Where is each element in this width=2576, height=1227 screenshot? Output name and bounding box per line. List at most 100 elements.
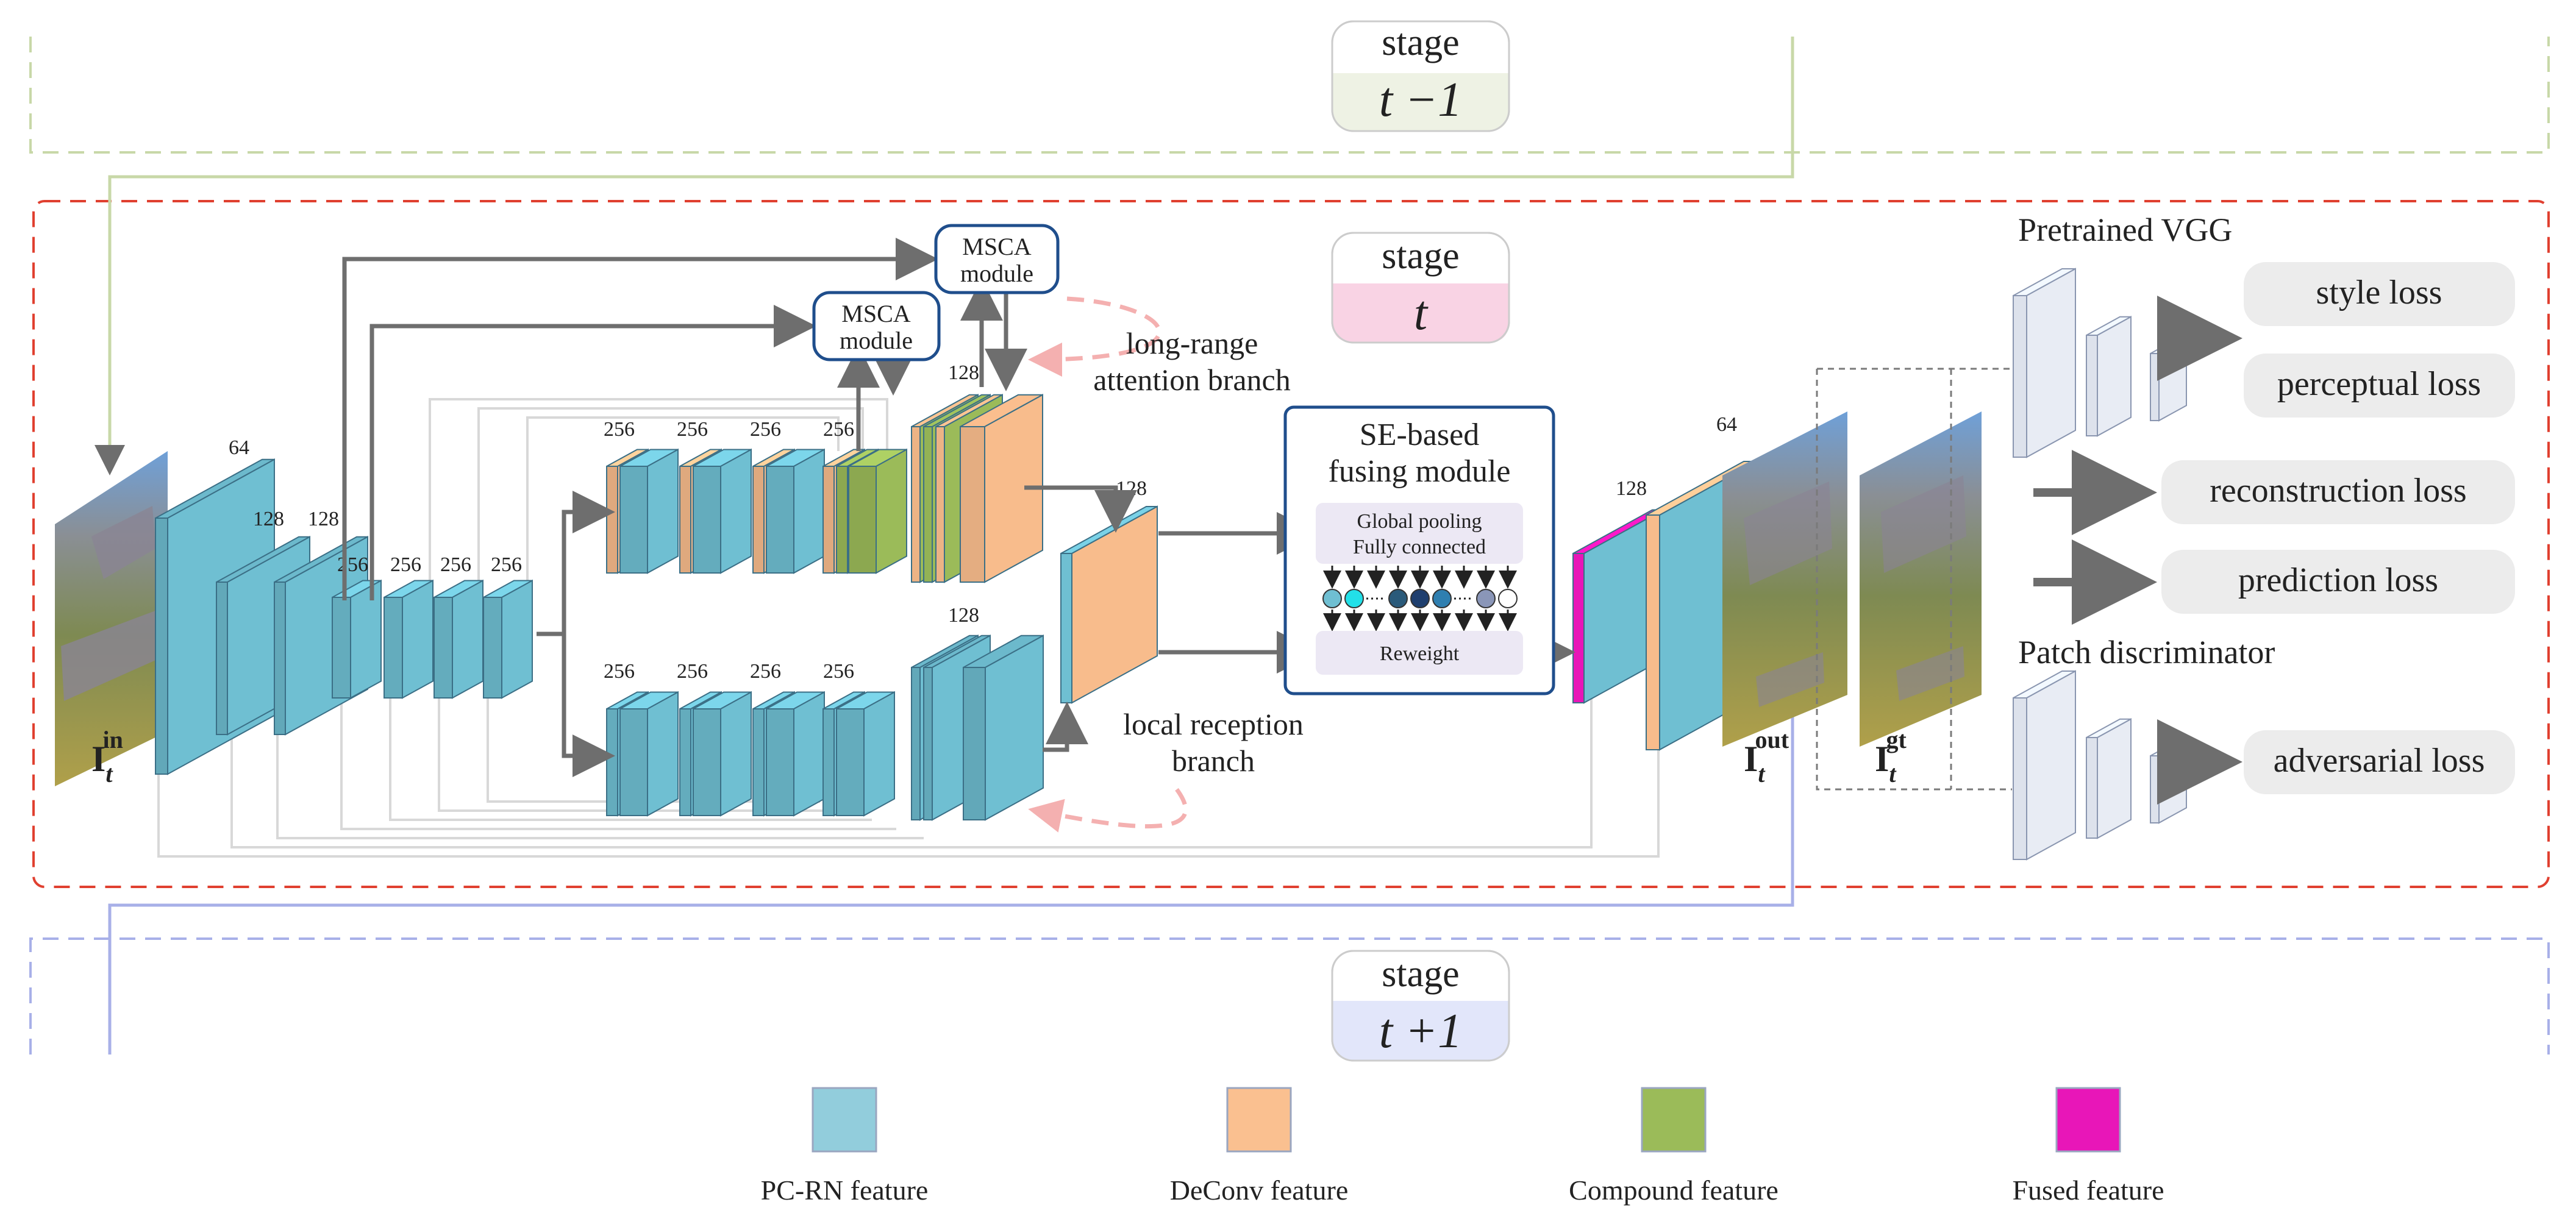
channel-dec-1: 64 (1716, 413, 1737, 436)
legend: PC-RN feature DeConv feature Compound feat… (761, 1087, 2164, 1206)
channel-enc-3: 256 (337, 553, 368, 576)
input-image (55, 451, 168, 786)
reconstruction-loss: reconstruction loss (2210, 472, 2466, 510)
channel-bot-big: 128 (948, 604, 979, 627)
se-global-pooling: Global pooling (1357, 510, 1482, 533)
output-image (1722, 411, 1847, 747)
flow-arrows (342, 238, 1575, 777)
legend-swatch (1226, 1087, 1292, 1153)
se-weight-circle (1322, 589, 1342, 608)
legend-swatch (1641, 1087, 1707, 1153)
se-weight-circle (1476, 589, 1496, 608)
merge-block (1060, 505, 1158, 704)
bot-block-2-b (766, 691, 825, 817)
se-weight-circle (1410, 589, 1430, 608)
channel-enc-5: 256 (440, 553, 471, 576)
vgg-layer-1 (2086, 316, 2132, 437)
perceptual-loss: perceptual loss (2277, 365, 2481, 403)
top-big-3 (960, 394, 1043, 583)
top-block-1-b (693, 448, 752, 574)
enc-block-4 (384, 579, 433, 699)
se-reweight: Reweight (1380, 642, 1460, 665)
stage-prev-box: stage t −1 (1331, 20, 1510, 132)
legend-swatch (2055, 1087, 2121, 1153)
channel-merge: 128 (1116, 477, 1147, 500)
channel-enc-2: 128 (308, 508, 339, 530)
stage-prev-value: t −1 (1379, 73, 1462, 127)
branch-loop-arrows (1028, 296, 1188, 833)
enc-block-5 (433, 579, 483, 699)
stage-next-box: stage t +1 (1331, 950, 1510, 1062)
loss-connectors (1816, 368, 2012, 791)
legend-label: Fused feature (2012, 1175, 2164, 1206)
legend-label: PC-RN feature (761, 1175, 929, 1206)
channel-bot-3: 256 (823, 660, 854, 683)
stage-next-frame (29, 937, 2550, 1055)
ground-truth-image (1860, 411, 1982, 747)
stage-curr-box: stage t (1331, 232, 1510, 344)
channel-bot-2: 256 (750, 660, 781, 683)
loss-arrows (2033, 296, 2242, 805)
se-fully-connected: Fully connected (1353, 536, 1486, 558)
legend-swatch (812, 1087, 877, 1153)
top-block-2-b (766, 448, 825, 574)
bot-big-2 (963, 635, 1044, 821)
vgg-layer-0 (2013, 268, 2076, 458)
se-weight-circle (1388, 589, 1408, 608)
prev-stage-connector (95, 37, 1794, 475)
legend-label: DeConv feature (1170, 1175, 1349, 1206)
prediction-loss: prediction loss (2238, 561, 2438, 599)
stage-curr-value: t (1414, 286, 1429, 340)
disc-layer-1 (2086, 718, 2132, 839)
disc-layer-2 (2150, 739, 2187, 824)
output-image-label: Itout (1744, 726, 1789, 788)
bot-block-0-b (619, 691, 679, 817)
channel-enc-4: 256 (390, 553, 421, 576)
next-stage-connector (108, 701, 1794, 1055)
se-weight-arrows (1322, 566, 1518, 631)
channel-enc-0: 64 (229, 436, 249, 459)
disc-layer-0 (2013, 670, 2076, 861)
adversarial-loss: adversarial loss (2274, 742, 2485, 780)
stage-frames (29, 37, 2550, 1055)
feature-blocks (155, 268, 2187, 861)
stage-prev-frame (29, 37, 2550, 154)
channel-enc-6: 256 (491, 553, 522, 576)
enc-block-6 (483, 579, 533, 699)
loss-boxes: style loss perceptual loss reconstructio… (2161, 262, 2515, 794)
channel-top-3: 256 (823, 418, 854, 441)
channel-bot-0: 256 (604, 660, 635, 683)
fused-block (1572, 508, 1664, 704)
stage-curr-label: stage (1382, 235, 1459, 277)
channel-labels: 64 128 128 256 256 256 256 256 256 256 2… (229, 361, 1737, 683)
stage-prev-label: stage (1382, 22, 1459, 63)
vgg-label: Pretrained VGG (2018, 212, 2232, 248)
channel-top-2: 256 (750, 418, 781, 441)
se-weight-circle (1344, 589, 1364, 608)
stage-next-value: t +1 (1379, 1005, 1462, 1058)
stage-curr-frame (32, 200, 2550, 888)
top-block-3-c (848, 448, 907, 574)
bot-block-1-b (693, 691, 752, 817)
input-image-label: Itin (91, 726, 123, 788)
se-weight-circle (1498, 589, 1518, 608)
style-loss: style loss (2316, 274, 2442, 311)
bot-block-3-b (836, 691, 895, 817)
gt-image-label: Itgt (1875, 726, 1907, 788)
legend-label: Compound feature (1569, 1175, 1779, 1206)
stage-next-label: stage (1382, 953, 1459, 995)
channel-top-1: 256 (677, 418, 708, 441)
top-block-0-b (619, 448, 679, 574)
channel-bot-1: 256 (677, 660, 708, 683)
channel-top-0: 256 (604, 418, 635, 441)
se-weight-circle (1432, 589, 1452, 608)
